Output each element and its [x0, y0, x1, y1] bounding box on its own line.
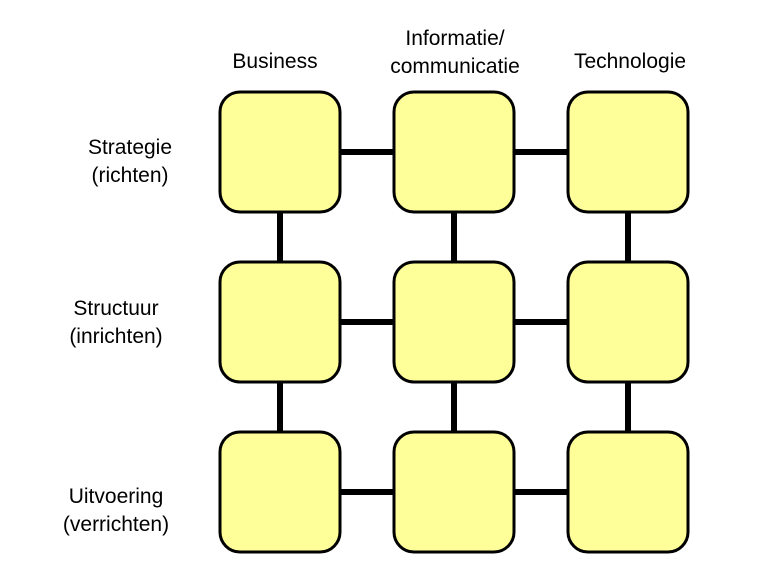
grid-cell-r3-c1: [218, 430, 342, 554]
row-label-structuur-line-1: Structuur: [73, 297, 159, 320]
grid-cell-r2-c3: [566, 260, 690, 384]
grid-cell-r3-c3: [566, 430, 690, 554]
column-label-informatie-line-2: communicatie: [390, 55, 520, 78]
row-label-uitvoering: Uitvoering (verrichten): [26, 483, 206, 539]
grid-cell-r1-c2: [392, 90, 516, 214]
row-label-uitvoering-line-2: (verrichten): [62, 513, 170, 536]
row-label-strategie-line-1: Strategie: [87, 136, 173, 159]
column-label-business-line-1: Business: [232, 50, 318, 73]
column-label-technologie-line-1: Technologie: [573, 50, 687, 73]
grid-cell-r2-c2: [392, 260, 516, 384]
grid-cell-r3-c2: [392, 430, 516, 554]
row-label-strategie: Strategie (richten): [40, 134, 220, 190]
column-label-informatie-line-1: Informatie/: [405, 27, 505, 50]
row-label-strategie-line-2: (richten): [91, 164, 169, 187]
grid-cells: [218, 90, 690, 554]
column-label-informatie-communicatie: Informatie/ communicatie: [365, 25, 545, 81]
grid-cell-r1-c3: [566, 90, 690, 214]
column-label-technologie: Technologie: [540, 48, 720, 76]
grid-cell-r2-c1: [218, 260, 342, 384]
row-label-uitvoering-line-1: Uitvoering: [68, 485, 164, 508]
row-label-structuur-line-2: (inrichten): [69, 325, 163, 348]
grid-cell-r1-c1: [218, 90, 342, 214]
connector-lines: [277, 149, 631, 495]
column-label-business: Business: [185, 48, 365, 76]
row-label-structuur: Structuur (inrichten): [26, 295, 206, 351]
